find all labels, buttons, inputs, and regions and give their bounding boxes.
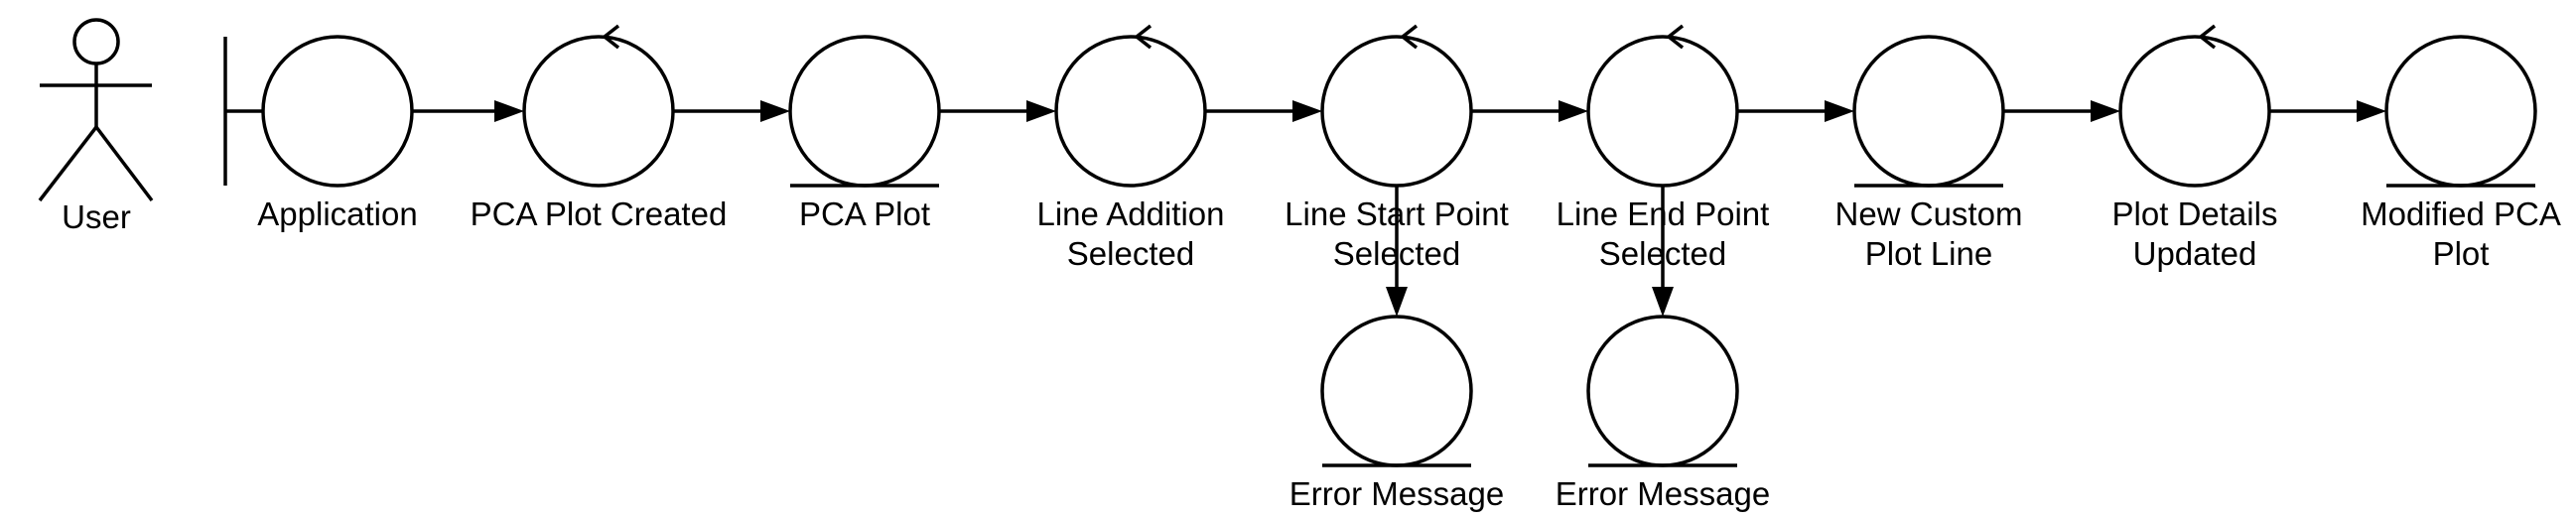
node-label: Line Start Point <box>1285 195 1509 232</box>
node-label: Error Message <box>1289 475 1504 512</box>
edge-application-to-pca-plot-created <box>412 100 524 122</box>
node-label: Selected <box>1599 235 1726 272</box>
entity-circle <box>1320 315 1473 467</box>
boundary-circle <box>261 35 414 188</box>
edge-pca-plot-created-to-pca-plot <box>673 100 790 122</box>
node-label: Updated <box>2133 235 2257 272</box>
control-arrow-icon <box>1666 24 1685 50</box>
edge-line-end-point-selected-to-new-custom-plot-line <box>1737 100 1854 122</box>
control-arrow-icon <box>2198 24 2217 50</box>
edge-plot-details-updated-to-modified-pca-plot <box>2269 100 2386 122</box>
node-label: Plot <box>2433 235 2490 272</box>
control-arrow-icon <box>1134 24 1152 50</box>
arrowhead-icon <box>760 100 790 122</box>
node-label: Application <box>257 195 417 232</box>
arrowhead-icon <box>1026 100 1056 122</box>
edges-layer <box>412 100 2386 317</box>
control-circle <box>2118 35 2271 188</box>
arrowhead-icon <box>1559 100 1588 122</box>
control-circle <box>1320 35 1473 188</box>
entity-circle <box>788 35 941 188</box>
arrowhead-icon <box>1386 287 1408 317</box>
control-circle <box>1586 35 1739 188</box>
node-label: Plot Line <box>1865 235 1992 272</box>
node-label: Plot Details <box>2112 195 2278 232</box>
edge-line-addition-selected-to-line-start-point-selected <box>1205 100 1322 122</box>
node-pca-plot: PCA Plot <box>788 35 941 232</box>
node-label: Line End Point <box>1557 195 1770 232</box>
arrowhead-icon <box>1292 100 1322 122</box>
node-label: Modified PCA <box>2361 195 2561 232</box>
node-error-message-2: Error Message <box>1556 315 1770 512</box>
control-circle <box>1054 35 1207 188</box>
node-label: New Custom <box>1835 195 2023 232</box>
node-error-message-1: Error Message <box>1289 315 1504 512</box>
node-label: Line Addition <box>1037 195 1225 232</box>
edge-new-custom-plot-line-to-plot-details-updated <box>2003 100 2120 122</box>
edge-pca-plot-to-line-addition-selected <box>939 100 1056 122</box>
control-arrow-icon <box>1400 24 1419 50</box>
arrowhead-icon <box>1825 100 1854 122</box>
edge-line-start-point-selected-to-error-message-1 <box>1386 186 1408 317</box>
node-label: Selected <box>1067 235 1194 272</box>
entity-circle <box>2384 35 2537 188</box>
node-label: Selected <box>1333 235 1460 272</box>
edge-line-end-point-selected-to-error-message-2 <box>1652 186 1674 317</box>
arrowhead-icon <box>1652 287 1674 317</box>
user-actor: User <box>38 18 154 235</box>
nodes-layer: Application PCA Plot Created PCA Plot Line … <box>223 24 2561 512</box>
arrowhead-icon <box>2357 100 2386 122</box>
entity-circle <box>1852 35 2005 188</box>
node-application: Application <box>223 35 418 232</box>
arrowhead-icon <box>2091 100 2120 122</box>
entity-circle <box>1586 315 1739 467</box>
node-label: PCA Plot Created <box>471 195 728 232</box>
user-actor-label: User <box>62 198 131 235</box>
control-circle <box>522 35 675 188</box>
edge-line-start-point-selected-to-line-end-point-selected <box>1471 100 1588 122</box>
arrowhead-icon <box>494 100 524 122</box>
node-label: Error Message <box>1556 475 1770 512</box>
node-label: PCA Plot <box>799 195 930 232</box>
control-arrow-icon <box>602 24 620 50</box>
node-pca-plot-created: PCA Plot Created <box>471 24 728 232</box>
